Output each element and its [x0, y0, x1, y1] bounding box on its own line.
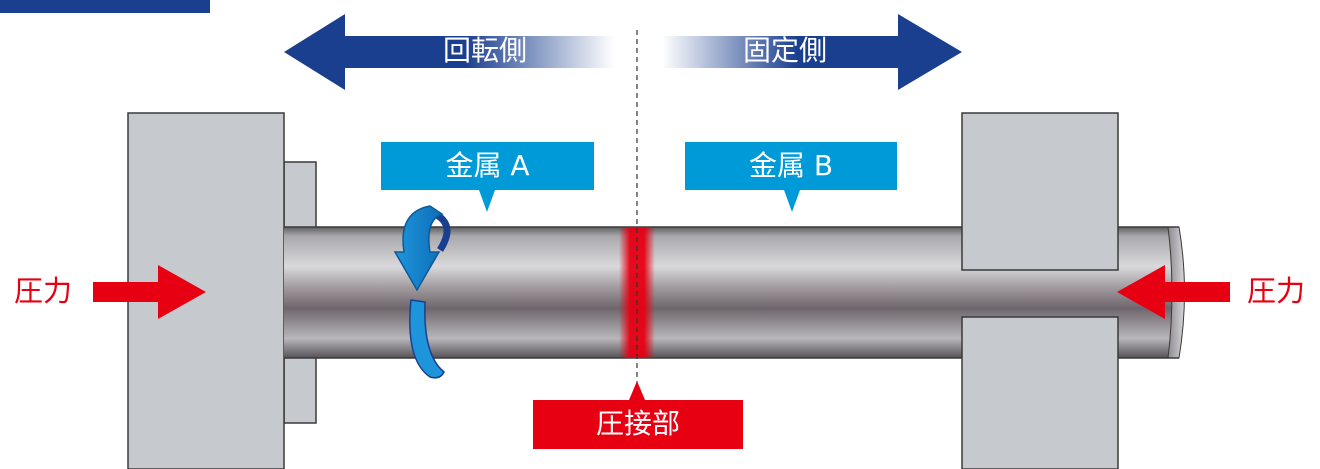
corner-tab: [0, 0, 210, 13]
rotation-arrow-body: [393, 205, 444, 292]
metal-b-label: 金属 B: [748, 149, 834, 182]
fixed-side-arrow: [662, 14, 962, 90]
rotating-side-label: 回転側: [442, 34, 527, 67]
right-pressure-arrow: [1117, 265, 1230, 319]
right-clamp-bottom: [961, 316, 1119, 469]
metal-a-label: 金属 A: [445, 149, 530, 182]
fixed-side-label: 固定側: [742, 34, 827, 67]
right-clamp-top: [961, 112, 1119, 271]
metal-b-callout: [685, 142, 897, 212]
pressure-right-label: 圧力: [1247, 274, 1306, 308]
pressure-left-label: 圧力: [14, 274, 73, 308]
rotation-ring-bottom: [409, 299, 445, 379]
weld-zone-label: 圧接部: [595, 407, 680, 440]
metal-a-callout: [381, 142, 594, 212]
rotating-side-arrow: [284, 14, 614, 90]
weld-zone-callout: [533, 381, 743, 449]
left-pressure-arrow: [93, 265, 206, 319]
